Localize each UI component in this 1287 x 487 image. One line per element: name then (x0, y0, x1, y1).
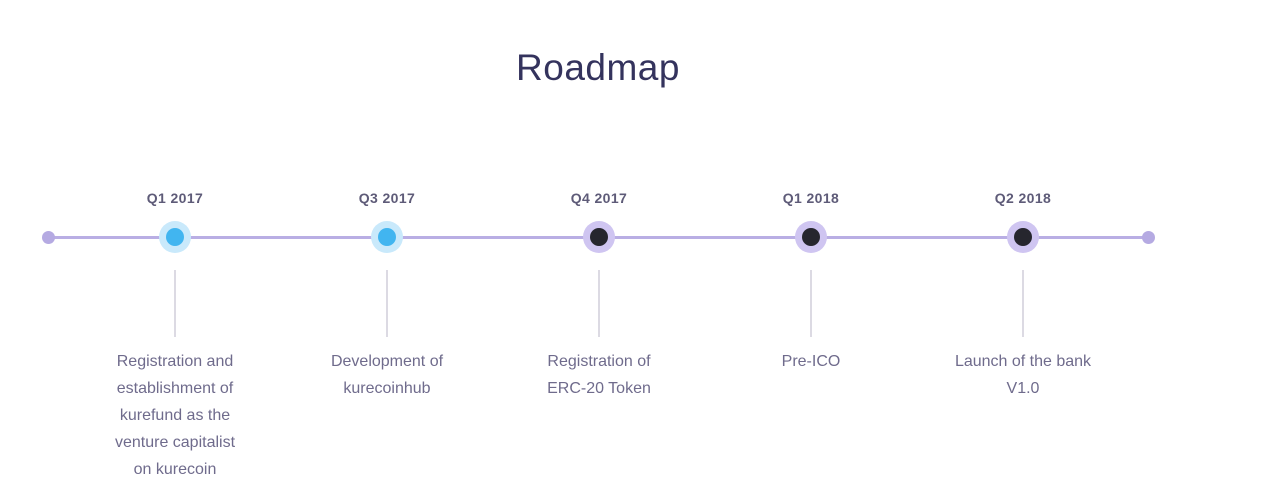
milestone-date-label: Q4 2017 (570, 190, 628, 206)
timeline-start-dot (42, 231, 55, 244)
milestone-date-label: Q3 2017 (358, 190, 416, 206)
milestone-connector-line (598, 270, 600, 337)
milestone-connector-line (386, 270, 388, 337)
milestone-dot-inner (590, 228, 608, 246)
milestone-description: Development of kurecoinhub (330, 353, 444, 397)
milestone-connector-line (810, 270, 812, 337)
milestone-description: Launch of the bank V1.0 (954, 353, 1092, 397)
milestone-q4-2017: Q4 2017 Registration of ERC-20 Token (504, 0, 694, 487)
milestone-q3-2017: Q3 2017 Development of kurecoinhub (292, 0, 482, 487)
milestone-description: Registration and establishment of kurefu… (114, 353, 236, 478)
milestone-description: Registration of ERC-20 Token (547, 353, 651, 397)
milestone-date-label: Q1 2018 (782, 190, 840, 206)
milestone-dot-icon (583, 221, 615, 253)
milestone-q1-2017: Q1 2017 Registration and establishment o… (80, 0, 270, 487)
milestone-dot-icon (1007, 221, 1039, 253)
milestone-dot-inner (1014, 228, 1032, 246)
milestone-date-label: Q2 2018 (994, 190, 1052, 206)
milestone-dot-icon (371, 221, 403, 253)
milestone-date-label: Q1 2017 (146, 190, 204, 206)
milestone-dot-inner (166, 228, 184, 246)
timeline-end-dot (1142, 231, 1155, 244)
milestone-dot-inner (378, 228, 396, 246)
milestone-connector-line (1022, 270, 1024, 337)
milestone-connector-line (174, 270, 176, 337)
milestone-dot-inner (802, 228, 820, 246)
page-title: Roadmap (516, 46, 680, 88)
milestone-dot-icon (795, 221, 827, 253)
milestone-q2-2018: Q2 2018 Launch of the bank V1.0 (928, 0, 1118, 487)
milestone-description: Pre-ICO (781, 353, 841, 370)
milestone-dot-icon (159, 221, 191, 253)
milestone-q1-2018: Q1 2018 Pre-ICO (716, 0, 906, 487)
